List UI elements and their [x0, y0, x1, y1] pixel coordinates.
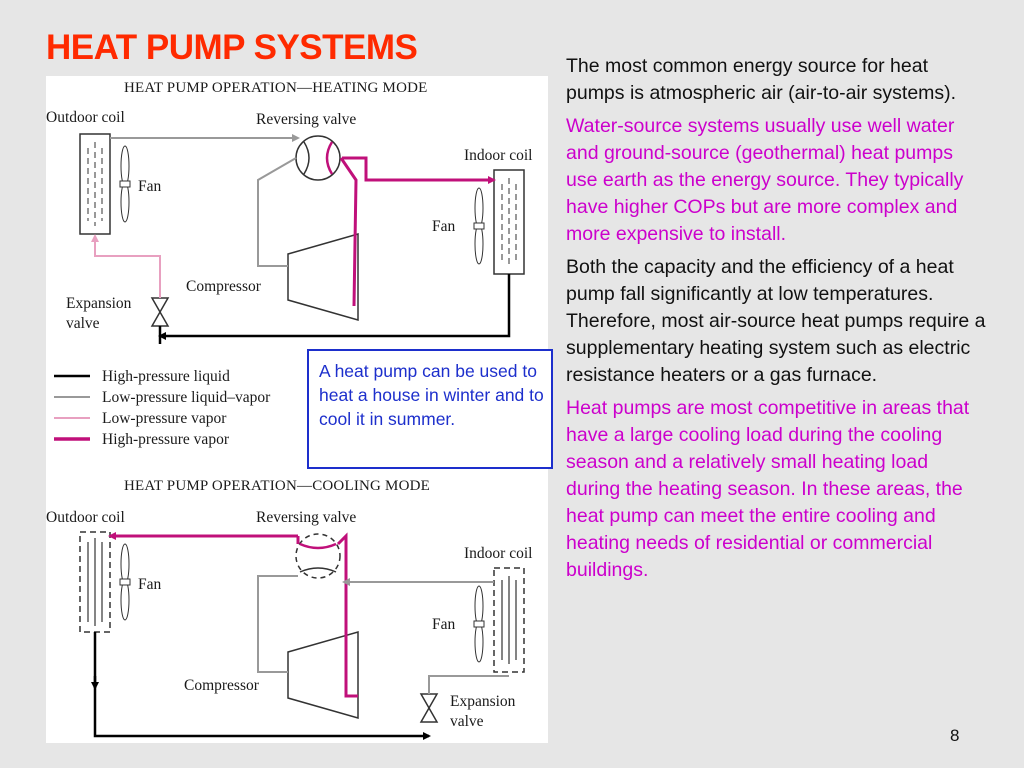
- text-column: The most common energy source for heat p…: [566, 53, 986, 590]
- cooling-compressor: [287, 631, 359, 719]
- cooling-fan-right-label: Fan: [432, 616, 456, 633]
- heating-compressor: [287, 233, 359, 321]
- heating-compressor-label: Compressor: [186, 278, 262, 295]
- legend-label-0: High-pressure liquid: [102, 368, 230, 385]
- paragraph-air-source: The most common energy source for heat p…: [566, 55, 957, 104]
- heating-fan-left-icon: [119, 145, 131, 223]
- cooling-indoor-coil-label: Indoor coil: [464, 545, 532, 562]
- heating-outdoor-coil: [79, 133, 111, 235]
- heating-outdoor-coil-label: Outdoor coil: [46, 109, 125, 126]
- cooling-expansion-label-1: Expansion: [450, 693, 516, 710]
- legend-label-1: Low-pressure liquid–vapor: [102, 389, 271, 406]
- cooling-expansion-label-2: valve: [450, 713, 484, 730]
- heating-heading: HEAT PUMP OPERATION—HEATING MODE: [124, 80, 428, 96]
- heating-fan-right-label: Fan: [432, 218, 456, 235]
- legend: High-pressure liquid Low-pressure liquid…: [54, 368, 271, 448]
- cooling-reversing-valve-label: Reversing valve: [256, 509, 356, 526]
- paragraph-competitive: Heat pumps are most competitive in areas…: [566, 397, 970, 581]
- heating-indoor-coil: [493, 169, 525, 275]
- heating-reversing-valve-label: Reversing valve: [256, 111, 356, 128]
- cooling-outdoor-coil: [79, 531, 111, 633]
- legend-label-3: High-pressure vapor: [102, 431, 230, 448]
- page-number: 8: [950, 726, 960, 745]
- heating-indoor-coil-label: Indoor coil: [464, 147, 532, 164]
- heating-expansion-label-2: valve: [66, 315, 100, 332]
- heating-expansion-valve-icon: [150, 297, 170, 327]
- legend-label-2: Low-pressure vapor: [102, 410, 227, 427]
- cooling-heading: HEAT PUMP OPERATION—COOLING MODE: [124, 478, 430, 494]
- cooling-reversing-valve: [295, 533, 341, 579]
- cooling-fan-left-icon: [119, 543, 131, 621]
- cooling-indoor-coil: [493, 567, 525, 673]
- cooling-outdoor-coil-label: Outdoor coil: [46, 509, 125, 526]
- slide-title: HEAT PUMP SYSTEMS: [46, 28, 418, 67]
- cooling-fan-right-icon: [473, 585, 485, 663]
- heating-expansion-label-1: Expansion: [66, 295, 132, 312]
- heating-reversing-valve: [295, 135, 341, 181]
- note-box: A heat pump can be used to heat a house …: [307, 349, 553, 469]
- paragraph-low-temperature: Both the capacity and the efficiency of …: [566, 256, 986, 386]
- heating-fan-right-icon: [473, 187, 485, 265]
- paragraph-water-source: Water-source systems usually use well wa…: [566, 115, 964, 245]
- cooling-fan-left-label: Fan: [138, 576, 162, 593]
- heating-fan-left-label: Fan: [138, 178, 162, 195]
- cooling-expansion-valve-icon: [419, 693, 439, 723]
- cooling-compressor-label: Compressor: [184, 677, 260, 694]
